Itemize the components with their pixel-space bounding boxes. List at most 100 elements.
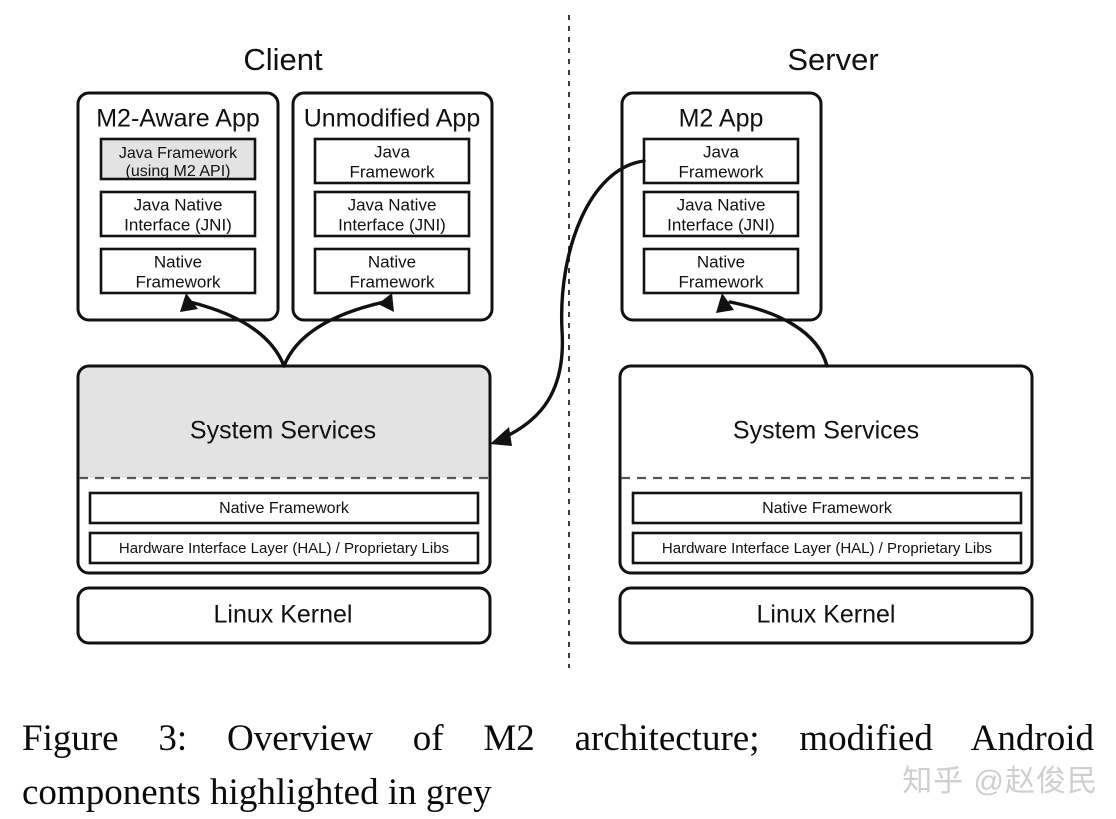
strip-fill — [90, 533, 478, 563]
app-container-outline — [76, 91, 280, 322]
layer-outline — [99, 247, 257, 295]
app-layer-jni[interactable]: Java Native Interface (JNI) — [99, 190, 257, 238]
app-layer-java-framework[interactable]: Java Framework — [642, 137, 800, 185]
layer-outline — [642, 190, 800, 238]
caption-line-2: components highlighted in grey — [22, 771, 492, 813]
watermark: 知乎 @赵俊民 — [902, 765, 1098, 798]
layer-label-line2: Interface (JNI) — [338, 215, 446, 234]
layer-fill — [101, 139, 255, 179]
client-linux-kernel[interactable]: Linux Kernel — [76, 586, 492, 645]
layer-label-line1: Native — [154, 252, 202, 271]
kernel-label: Linux Kernel — [214, 601, 353, 629]
layer-label-line2: Framework — [349, 272, 435, 291]
system-services-strip-hal[interactable]: Hardware Interface Layer (HAL) / Proprie… — [88, 531, 480, 565]
layer-label-line1: Java — [374, 142, 410, 161]
arrow-curve — [188, 300, 286, 368]
arrow-curve — [282, 300, 386, 368]
layer-fill — [315, 249, 469, 293]
kernel-outline — [76, 586, 492, 645]
layer-fill — [101, 249, 255, 293]
app-layer-native-framework[interactable]: Native Framework — [99, 247, 257, 295]
strip-label: Hardware Interface Layer (HAL) / Proprie… — [662, 540, 992, 557]
app-container-outline — [620, 91, 823, 322]
system-services-title: System Services — [190, 417, 376, 445]
layer-label-line2: Framework — [678, 162, 764, 181]
arrow-server-app-to-client-system-services — [490, 159, 646, 446]
app-layer-native-framework[interactable]: Native Framework — [642, 247, 800, 295]
strip-outline — [88, 491, 480, 525]
caption-line-1: Figure 3: Overview of M2 architecture; m… — [22, 718, 1094, 759]
strip-fill — [633, 533, 1021, 563]
system-services-strip-native-framework[interactable]: Native Framework — [631, 491, 1023, 525]
strip-label: Native Framework — [762, 500, 893, 517]
strip-label: Hardware Interface Layer (HAL) / Proprie… — [119, 540, 449, 557]
server-linux-kernel[interactable]: Linux Kernel — [618, 586, 1034, 645]
arrow-server-sysservices-to-m2-app — [716, 293, 829, 368]
arrow-client-sysservices-to-m2aware-app — [180, 293, 286, 368]
layer-outline — [99, 137, 257, 181]
layer-fill — [315, 139, 469, 183]
server-section-label: Server — [787, 42, 878, 77]
kernel-label: Linux Kernel — [757, 601, 896, 629]
strip-outline — [88, 531, 480, 565]
layer-outline — [99, 190, 257, 238]
app-layer-native-framework[interactable]: Native Framework — [313, 247, 471, 295]
layer-fill — [644, 192, 798, 236]
layer-fill — [315, 192, 469, 236]
server-app-m2[interactable]: M2 App Java Framework Java Native Interf… — [620, 91, 823, 322]
app-layer-java-framework[interactable]: Java Framework — [313, 137, 471, 185]
client-app-m2-aware[interactable]: M2-Aware App Java Framework (using M2 AP… — [76, 91, 280, 322]
app-layer-jni[interactable]: Java Native Interface (JNI) — [642, 190, 800, 238]
architecture-diagram: Client Server M2-Aware App Java Framewor… — [76, 15, 1034, 668]
layer-fill — [101, 192, 255, 236]
arrowhead-icon — [180, 293, 198, 312]
kernel-outline — [618, 586, 1034, 645]
app-layer-java-framework[interactable]: Java Framework (using M2 API) — [99, 137, 257, 181]
app-container-outline — [291, 91, 494, 322]
app-title: Unmodified App — [304, 105, 481, 133]
layer-label-line2: Framework — [678, 272, 764, 291]
layer-label-line1: Java Native — [348, 195, 437, 214]
strip-label: Native Framework — [219, 500, 350, 517]
arrowhead-icon — [490, 427, 512, 446]
system-services-strip-native-framework[interactable]: Native Framework — [88, 491, 480, 525]
layer-outline — [313, 137, 471, 185]
arrow-curve — [503, 159, 646, 439]
layer-label-line2: (using M2 API) — [126, 163, 231, 180]
layer-label-line1: Java Native — [134, 195, 223, 214]
system-services-strip-hal[interactable]: Hardware Interface Layer (HAL) / Proprie… — [631, 531, 1023, 565]
layer-label-line1: Native — [368, 252, 416, 271]
figure-caption: Figure 3: Overview of M2 architecture; m… — [22, 712, 1094, 819]
layer-fill — [644, 139, 798, 183]
system-services-highlight-region — [78, 366, 490, 478]
strip-fill — [90, 493, 478, 523]
server-system-services-block[interactable]: System Services Native Framework Hardwar… — [618, 364, 1034, 575]
client-app-unmodified[interactable]: Unmodified App Java Framework Java Nativ… — [291, 91, 494, 322]
client-system-services-block[interactable]: System Services Native Framework Hardwar… — [76, 364, 492, 575]
strip-fill — [633, 493, 1021, 523]
layer-label-line1: Java Native — [677, 195, 766, 214]
client-section-label: Client — [243, 42, 323, 77]
app-title: M2 App — [679, 105, 764, 133]
system-services-title: System Services — [733, 417, 919, 445]
strip-outline — [631, 531, 1023, 565]
strip-outline — [631, 491, 1023, 525]
app-layer-jni[interactable]: Java Native Interface (JNI) — [313, 190, 471, 238]
arrow-client-sysservices-to-unmodified-app — [282, 293, 394, 368]
layer-label-line2: Framework — [135, 272, 221, 291]
kernel-fill — [78, 588, 490, 643]
layer-label-line1: Native — [697, 252, 745, 271]
layer-label-line2: Interface (JNI) — [667, 215, 775, 234]
arrowhead-icon — [378, 293, 394, 312]
arrowhead-icon — [716, 293, 734, 313]
layer-outline — [313, 190, 471, 238]
layer-fill — [644, 249, 798, 293]
layer-label-line2: Interface (JNI) — [124, 215, 232, 234]
arrow-curve — [728, 300, 829, 368]
layer-outline — [642, 247, 800, 295]
layer-label-line1: Java — [703, 142, 739, 161]
layer-label-line1: Java Framework — [119, 145, 238, 162]
kernel-fill — [620, 588, 1032, 643]
app-title: M2-Aware App — [96, 105, 260, 133]
